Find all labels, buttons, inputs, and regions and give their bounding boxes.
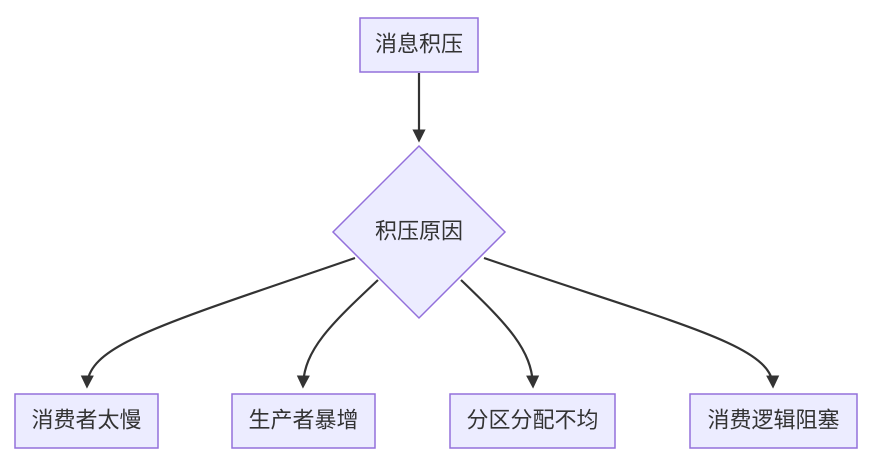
node-cause-1: 消费者太慢 [14,393,159,449]
node-cause-2-label: 生产者暴增 [248,409,358,434]
node-root: 消息积压 [359,17,479,73]
node-cause-3: 分区分配不均 [449,393,616,449]
node-decision: 积压原因 [331,144,507,320]
edge-decision-to-cause-1 [80,256,356,389]
edges [80,73,780,389]
edge-decision-to-cause-3 [460,279,540,389]
node-cause-4: 消费逻辑阻塞 [689,393,858,449]
edge-decision-to-cause-4 [483,256,780,389]
node-decision-label: 积压原因 [375,220,463,245]
node-root-label: 消息积压 [375,33,463,58]
node-cause-2: 生产者暴增 [231,393,376,449]
node-cause-3-label: 分区分配不均 [466,409,598,434]
node-cause-1-label: 消费者太慢 [31,409,141,434]
edge-decision-to-cause-2 [296,279,379,389]
node-cause-4-label: 消费逻辑阻塞 [707,409,839,434]
